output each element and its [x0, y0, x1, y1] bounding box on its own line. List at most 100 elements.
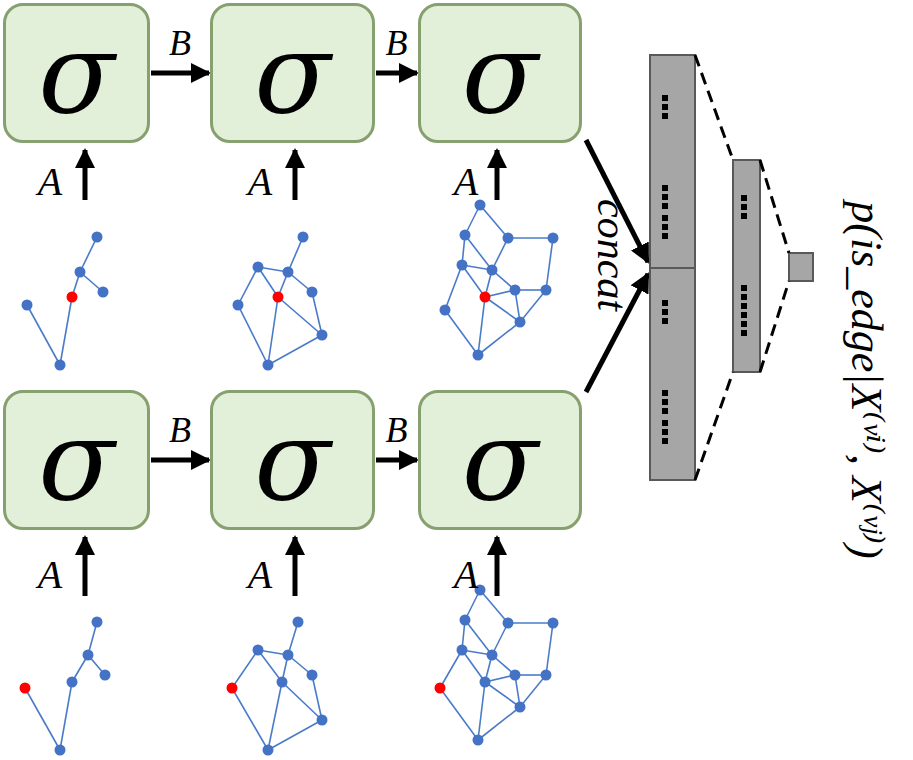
ellipsis-dot — [662, 309, 668, 315]
graph-edge — [440, 650, 462, 688]
input-label: A — [38, 555, 62, 595]
ellipsis-dot — [741, 321, 747, 327]
activation-symbol: σ — [38, 17, 114, 129]
ellipsis-dot — [662, 300, 668, 306]
graph-vertex — [503, 618, 514, 629]
edge-label: B — [386, 412, 408, 448]
graph-drawing — [227, 617, 328, 756]
graph-vertex — [253, 645, 264, 656]
graph-edge — [60, 682, 72, 750]
graph-edge — [27, 305, 60, 365]
graph-vertex — [480, 677, 491, 688]
output-formula: p(is_edge|X⁽ᵛⁱ⁾, X⁽ᵛʲ⁾) — [844, 201, 888, 559]
graph-vertex — [317, 715, 328, 726]
activation-symbol: σ — [462, 17, 538, 129]
graph-vertex — [503, 233, 514, 244]
input-arrow — [495, 150, 500, 200]
input-label: A — [248, 555, 272, 595]
feature-bar — [650, 55, 695, 268]
ellipsis-dot — [741, 303, 747, 309]
graph-vertex — [307, 670, 318, 681]
ellipsis-dot — [662, 408, 668, 414]
ellipsis-dot — [662, 215, 668, 221]
ellipsis-dot — [662, 203, 668, 209]
recurrent-arrow — [151, 458, 209, 463]
ellipsis-dot — [662, 95, 668, 101]
input-label: A — [454, 555, 478, 595]
graph-vertex — [515, 702, 526, 713]
graph-vertex — [487, 265, 498, 276]
ellipsis-dot — [741, 312, 747, 318]
graph-edge — [465, 620, 492, 655]
graph-vertex — [541, 670, 552, 681]
graph-edge — [232, 688, 268, 750]
graph-edge — [508, 622, 553, 624]
graph-edge — [462, 265, 485, 297]
graph-vertex — [55, 745, 66, 756]
dashed-links — [695, 55, 789, 480]
graph-vertex — [473, 735, 484, 746]
output-unit — [789, 253, 813, 281]
ellipsis-dot — [741, 213, 747, 219]
ellipsis-dots — [662, 95, 747, 444]
graph-drawing — [233, 232, 328, 371]
ellipsis-dot — [662, 420, 668, 426]
graph-edge — [546, 238, 553, 290]
graph-vertex — [548, 233, 559, 244]
graph-edge — [238, 267, 258, 305]
ellipsis-dot — [662, 429, 668, 435]
graph-edge — [478, 682, 485, 740]
graph-vertex — [98, 287, 109, 298]
graph-vertex — [263, 360, 274, 371]
edge-label: B — [169, 412, 191, 448]
dashed-link — [695, 55, 733, 160]
recurrent-arrow — [151, 71, 209, 76]
graph-edge — [445, 310, 478, 355]
hidden-bar — [733, 160, 760, 372]
graph-vertex — [253, 262, 264, 273]
input-arrow — [83, 537, 88, 596]
graph-edge — [478, 322, 520, 355]
graph-vertex — [92, 617, 103, 628]
activation-symbol: σ — [254, 17, 330, 129]
activation-symbol: σ — [38, 404, 114, 516]
graph-drawing — [20, 617, 111, 756]
activation-symbol: σ — [462, 404, 538, 516]
graph-vertex — [317, 330, 328, 341]
graph-edge — [288, 237, 303, 272]
graph-vertex — [283, 650, 294, 661]
recurrent-arrow — [376, 458, 417, 463]
activation-symbol: σ — [254, 404, 330, 516]
graph-vertex — [92, 232, 103, 243]
edge-label: B — [386, 25, 408, 61]
activation-box: σ — [3, 390, 150, 530]
dashed-link — [760, 160, 789, 253]
dashed-link — [695, 372, 733, 480]
graph-vertex — [541, 285, 552, 296]
graphs — [20, 200, 559, 756]
ellipsis-dot — [662, 185, 668, 191]
graph-edge — [546, 623, 553, 675]
graph-edge — [268, 335, 322, 365]
graph-edge — [258, 650, 282, 682]
graph-edge — [478, 297, 485, 355]
activation-box: σ — [210, 3, 375, 143]
graph-vertex — [55, 360, 66, 371]
graph-vertex — [515, 317, 526, 328]
ellipsis-dot — [741, 294, 747, 300]
graph-vertex — [473, 350, 484, 361]
graph-edge — [485, 682, 520, 707]
graph-vertex — [75, 267, 86, 278]
graph-edge — [520, 675, 546, 707]
graph-vertex — [293, 617, 304, 628]
graph-vertex — [298, 232, 309, 243]
graph-edge — [312, 675, 322, 720]
graph-vertex — [487, 650, 498, 661]
ellipsis-dot — [662, 318, 668, 324]
activation-box: σ — [418, 3, 582, 143]
graph-edge — [440, 688, 478, 740]
graph-drawing — [22, 232, 109, 371]
graph-edge — [238, 305, 268, 365]
ellipsis-dot — [662, 399, 668, 405]
graph-edge — [232, 650, 258, 688]
